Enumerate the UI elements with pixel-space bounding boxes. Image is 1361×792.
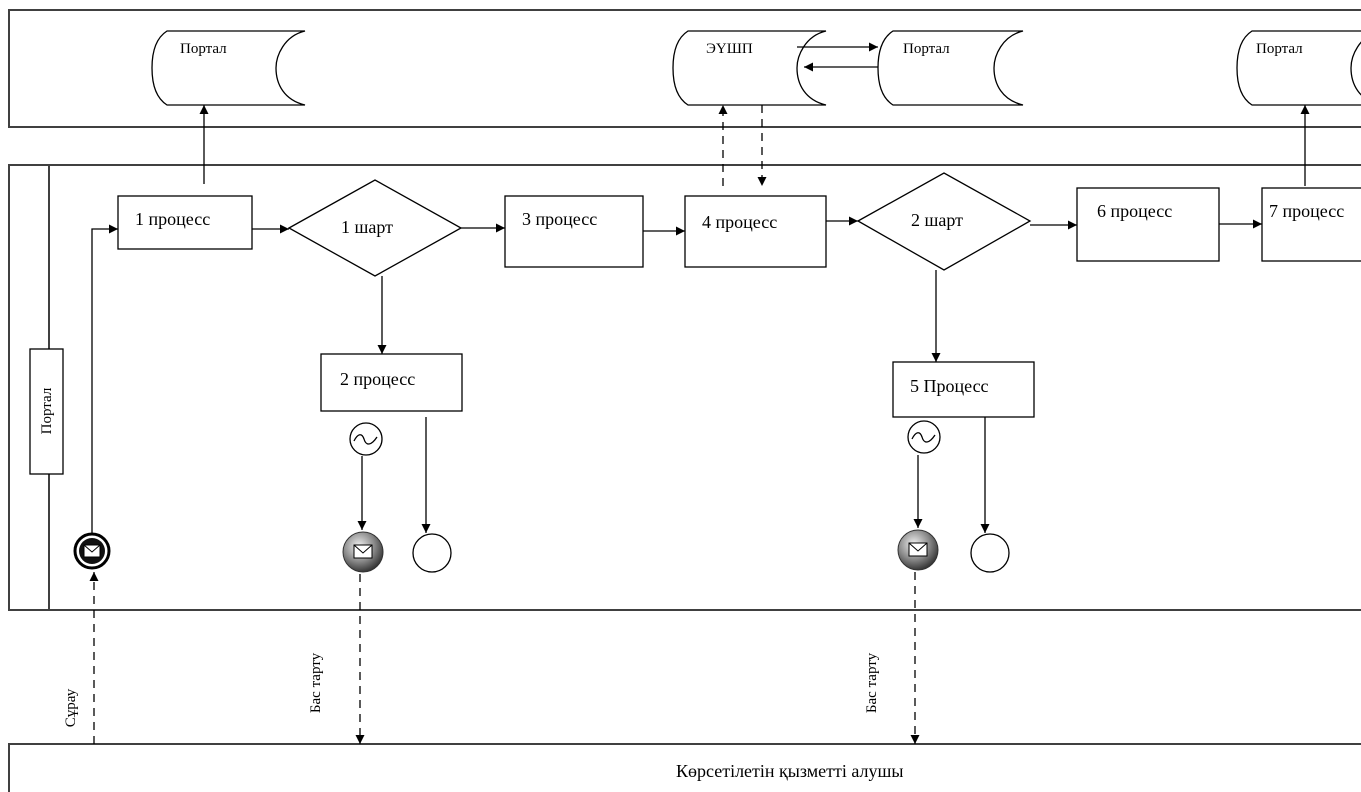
process-4-label: 4 процесс: [702, 212, 777, 232]
message-refusal-2-label: Бас тарту: [864, 652, 880, 713]
process-5: 5 Процесс: [892, 361, 1035, 418]
process-5-label: 5 Процесс: [910, 376, 989, 396]
timer-event-1-icon: [349, 422, 383, 456]
message-refusal-1-label: Бас тарту: [308, 652, 324, 713]
database-eushp: ЭҮШП: [672, 30, 827, 106]
process-3: 3 процесс: [504, 195, 644, 268]
database-portal-3: Портал: [1236, 30, 1361, 106]
process-6: 6 процесс: [1076, 187, 1220, 262]
condition-2-label: 2 шарт: [911, 210, 963, 230]
process-1-label: 1 процесс: [135, 209, 210, 229]
message-start-event-icon: [73, 532, 111, 570]
process-2: 2 процесс: [320, 353, 463, 412]
bottom-lane: [8, 743, 1361, 792]
message-end-event-1-icon: [342, 531, 384, 573]
arrow-start-to-process-1: [91, 224, 118, 552]
process-6-label: 6 процесс: [1097, 201, 1172, 221]
message-request-label: Сұрау: [63, 688, 79, 727]
portal-lane-label-box: [29, 348, 64, 475]
portal-lane-label: Портал: [39, 387, 55, 434]
database-portal-2: Портал: [877, 30, 1024, 106]
database-eushp-label: ЭҮШП: [706, 41, 753, 57]
end-event-1-icon: [412, 533, 452, 573]
database-portal-1: Портал: [151, 30, 306, 106]
process-2-label: 2 процесс: [340, 369, 415, 389]
bottom-lane-label: Көрсетілетін қызметті алушы: [676, 761, 903, 781]
timer-event-2-icon: [907, 420, 941, 454]
database-portal-1-label: Портал: [180, 41, 227, 57]
end-event-2-icon: [970, 533, 1010, 573]
condition-1-label: 1 шарт: [341, 217, 393, 237]
database-portal-3-label: Портал: [1256, 41, 1303, 57]
process-3-label: 3 процесс: [522, 209, 597, 229]
process-1: 1 процесс: [117, 195, 253, 250]
process-7: 7 процесс: [1261, 187, 1361, 262]
condition-1: 1 шарт: [287, 179, 463, 277]
process-4: 4 процесс: [684, 195, 827, 268]
process-7-label: 7 процесс: [1269, 201, 1344, 221]
condition-2: 2 шарт: [856, 172, 1032, 271]
message-end-event-2-icon: [897, 529, 939, 571]
database-portal-2-label: Портал: [903, 41, 950, 57]
